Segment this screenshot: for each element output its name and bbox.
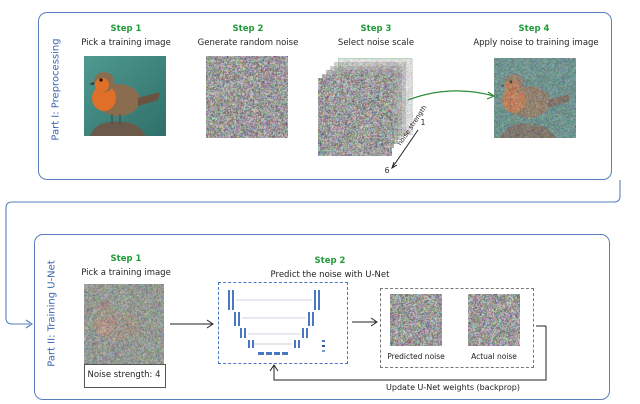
backprop-label: Update U-Net weights (backprop) [378,383,528,392]
